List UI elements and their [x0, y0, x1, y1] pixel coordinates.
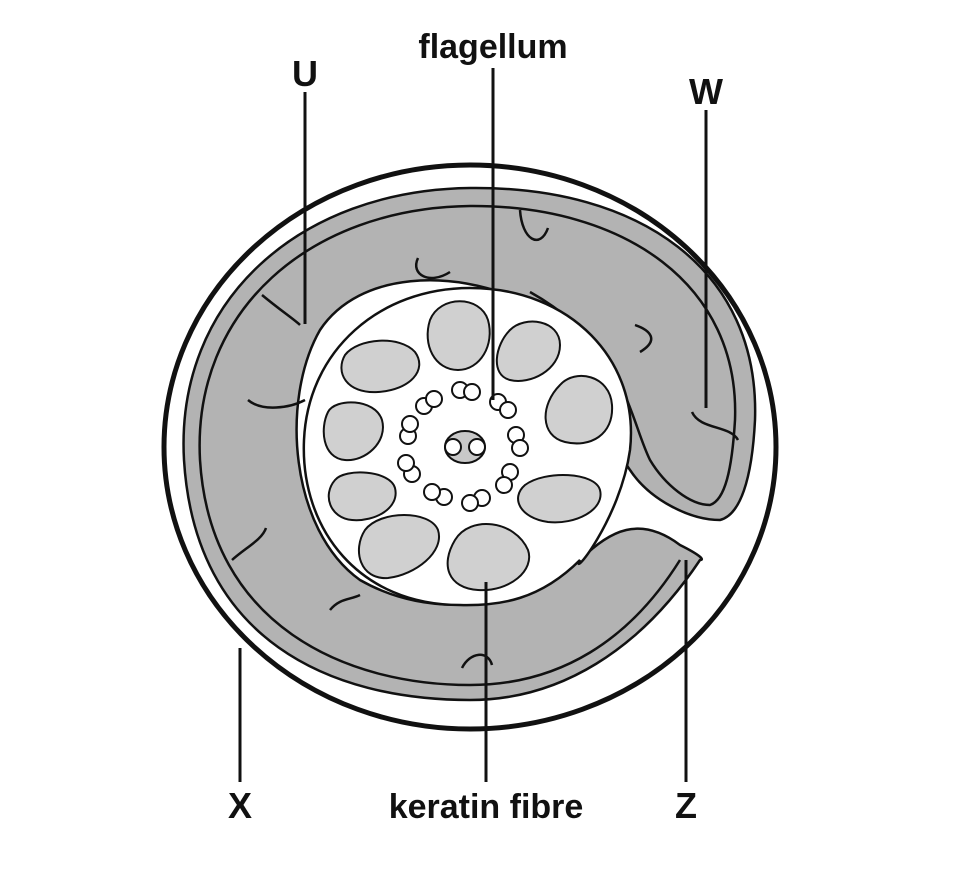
band-notch	[247, 398, 306, 409]
keratin-fibre-blob	[322, 401, 384, 462]
band-notch	[690, 411, 740, 441]
axoneme-central-tubule	[444, 438, 462, 456]
label-u: U	[292, 53, 318, 94]
cortex-inner-line	[198, 204, 737, 687]
keratin-fibre-blob	[340, 339, 421, 394]
axoneme-doublets	[397, 381, 529, 512]
keratin-fibre-blob	[327, 471, 397, 522]
keratin-fibre-blob	[446, 523, 531, 592]
label-x: X	[228, 785, 252, 826]
band-notch	[231, 527, 268, 561]
keratin-fibre-blob	[495, 320, 562, 382]
keratin-fibre-blob	[426, 300, 491, 372]
keratin-fibre-blob	[517, 474, 602, 524]
keratin-fibre-blob	[544, 375, 614, 445]
label-z: Z	[675, 785, 697, 826]
band-notch	[415, 257, 451, 280]
label-w: W	[689, 71, 723, 112]
band-notch	[261, 294, 301, 326]
band-notch	[634, 323, 653, 354]
band-notch	[329, 593, 361, 611]
label-flagellum: flagellum	[418, 28, 567, 66]
band-notch	[460, 653, 494, 669]
keratin-fibre-blob	[357, 514, 441, 580]
axoneme-central-tubule	[468, 438, 486, 456]
label-keratin-fibre: keratin fibre	[389, 788, 584, 826]
band-notch	[518, 209, 550, 242]
